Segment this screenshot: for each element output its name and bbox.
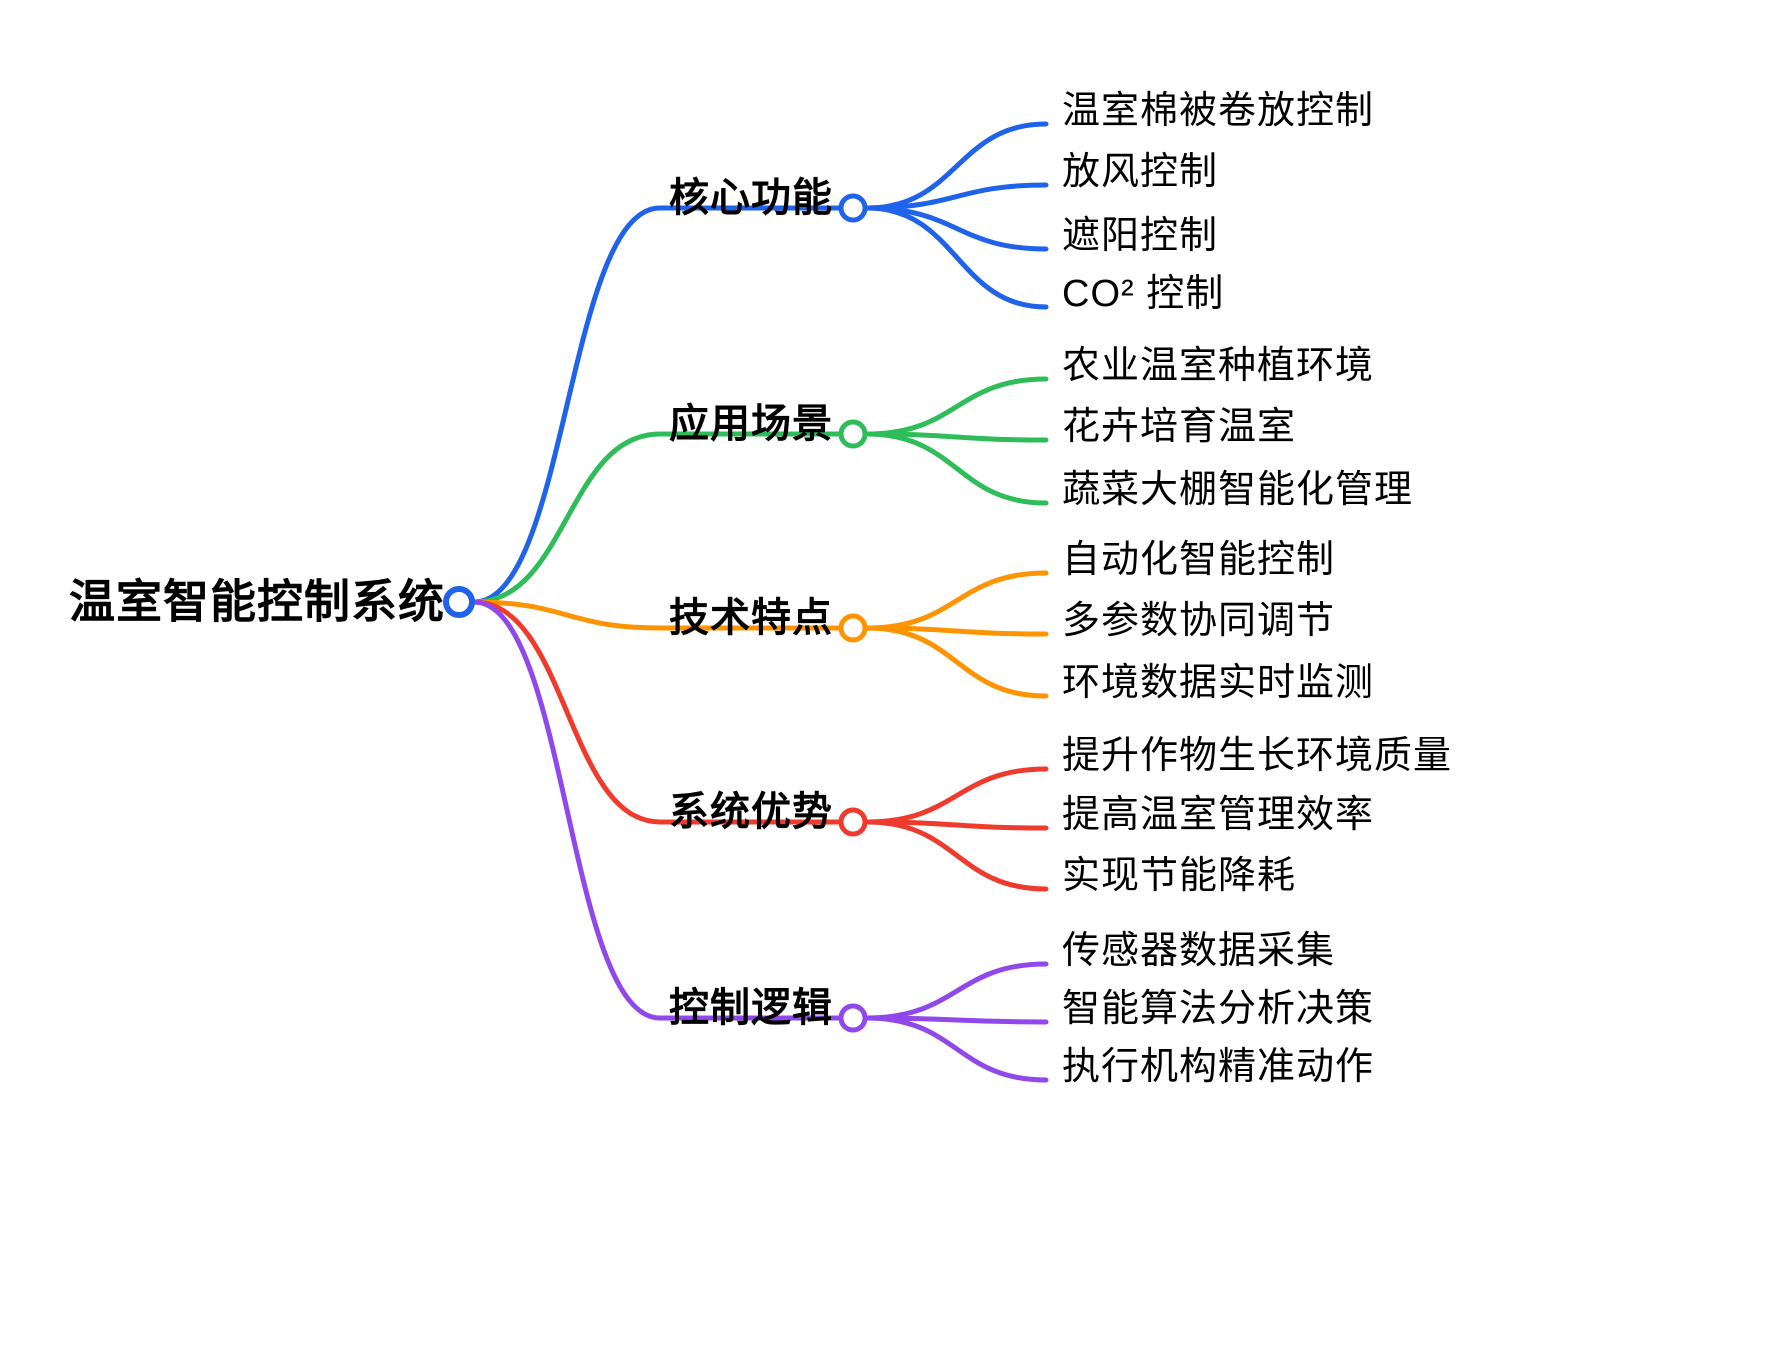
child-node-label[interactable]: 遮阳控制 (1062, 215, 1219, 258)
root-node-circle[interactable] (443, 586, 475, 618)
branch-to-child-link (864, 570, 1049, 631)
child-node-label[interactable]: 蔬菜大棚智能化管理 (1062, 469, 1414, 512)
child-node-label[interactable]: 放风控制 (1062, 151, 1219, 194)
child-node-label[interactable]: 自动化智能控制 (1062, 539, 1336, 582)
branch-to-child-link (864, 819, 1049, 892)
root-node-label[interactable]: 温室智能控制系统 (69, 575, 445, 628)
branch-to-child-link (864, 121, 1049, 211)
child-node-label[interactable]: 环境数据实时监测 (1062, 662, 1375, 705)
branch-node-circle[interactable] (838, 613, 868, 643)
root-to-branch-link (471, 599, 842, 1021)
branch-to-child-link (864, 961, 1049, 1021)
branch-to-child-link (864, 1015, 1049, 1083)
child-node-label[interactable]: 实现节能降耗 (1062, 855, 1297, 898)
branch-node-circle[interactable] (838, 807, 868, 837)
branch-to-child-link (864, 182, 1049, 211)
branch-node-label[interactable]: 应用场景 (669, 402, 833, 446)
branch-to-child-link (864, 431, 1049, 506)
branch-node-circle[interactable] (838, 419, 868, 449)
branch-node-circle[interactable] (838, 1003, 868, 1033)
child-node-label[interactable]: 提升作物生长环境质量 (1062, 735, 1453, 778)
branch-to-child-link (864, 376, 1049, 437)
root-to-branch-link (471, 431, 842, 605)
branch-node-label[interactable]: 技术特点 (669, 596, 833, 640)
branch-to-child-link (864, 625, 1049, 699)
child-node-label[interactable]: 智能算法分析决策 (1062, 988, 1375, 1031)
branch-node-circle[interactable] (838, 193, 868, 223)
child-node-label[interactable]: 提高温室管理效率 (1062, 794, 1375, 837)
branch-to-child-link (864, 205, 1049, 310)
branch-node-label[interactable]: 系统优势 (669, 790, 833, 834)
child-node-label[interactable]: 多参数协同调节 (1062, 600, 1336, 643)
child-node-label[interactable]: 传感器数据采集 (1062, 930, 1336, 973)
child-node-label[interactable]: 花卉培育温室 (1062, 406, 1297, 449)
branch-node-label[interactable]: 核心功能 (669, 176, 833, 220)
branch-node-label[interactable]: 控制逻辑 (669, 986, 833, 1030)
child-node-label[interactable]: 温室棉被卷放控制 (1062, 90, 1375, 133)
child-node-label[interactable]: 农业温室种植环境 (1062, 345, 1375, 388)
child-node-label[interactable]: CO² 控制 (1062, 273, 1225, 316)
child-node-label[interactable]: 执行机构精准动作 (1062, 1046, 1375, 1089)
root-to-branch-link (471, 599, 842, 631)
root-to-branch-link (471, 599, 842, 825)
branch-to-child-link (864, 766, 1049, 825)
root-to-branch-link (471, 205, 842, 605)
